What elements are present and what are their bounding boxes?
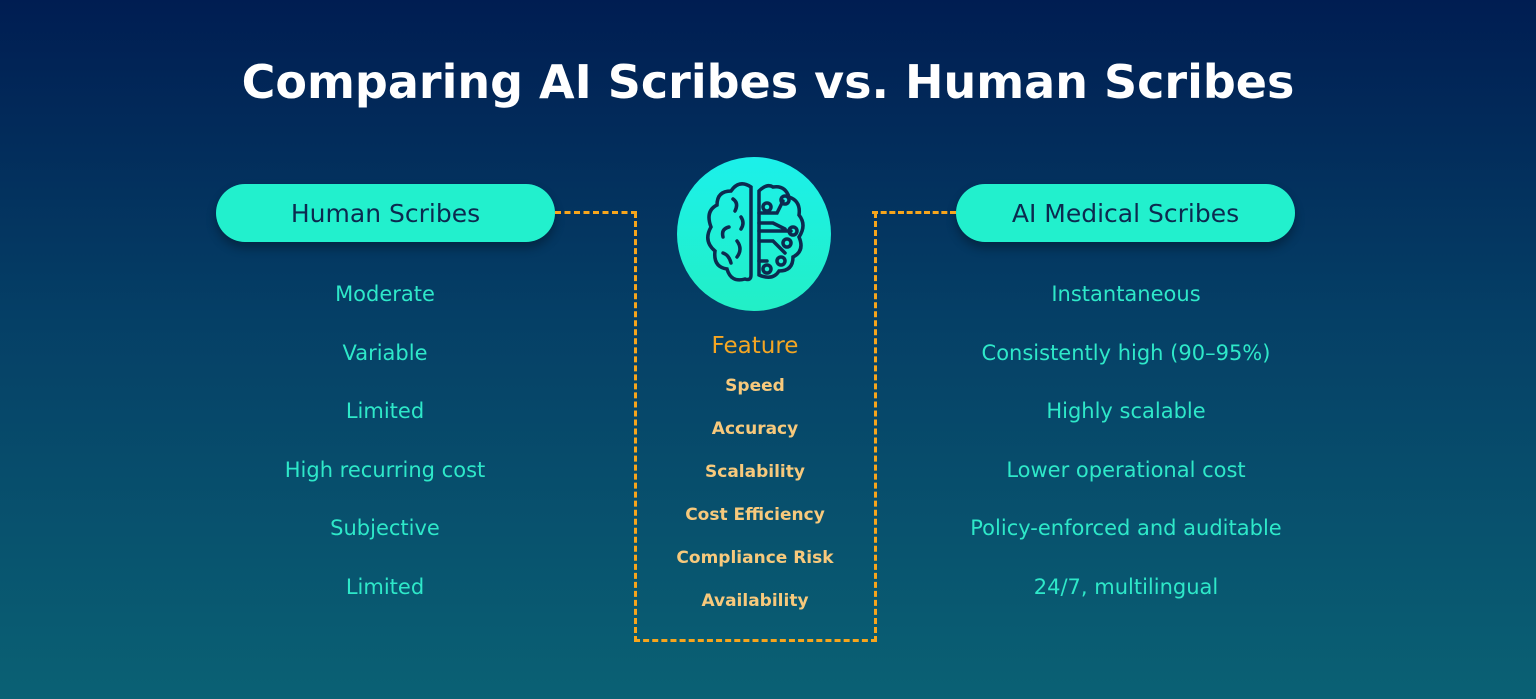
feature-item: Compliance Risk — [676, 548, 834, 568]
human-value: Variable — [342, 340, 428, 365]
feature-item: Availability — [701, 591, 809, 611]
feature-item: Accuracy — [711, 419, 799, 439]
connector-left — [555, 211, 637, 214]
human-value: Limited — [345, 574, 425, 599]
ai-value: Lower operational cost — [1006, 457, 1246, 482]
feature-list: Speed Accuracy Scalability Cost Efficien… — [636, 375, 874, 633]
page-title: Comparing AI Scribes vs. Human Scribes — [241, 55, 1295, 109]
feature-item: Scalability — [705, 462, 805, 482]
ai-scribes-header: AI Medical Scribes — [956, 184, 1295, 242]
feature-box — [634, 212, 877, 642]
feature-header: Feature — [711, 333, 799, 359]
ai-value: Policy-enforced and auditable — [970, 516, 1282, 540]
connector-right — [872, 211, 956, 214]
human-value: High recurring cost — [284, 457, 486, 482]
ai-value: Highly scalable — [1046, 399, 1206, 423]
ai-value: 24/7, multilingual — [1033, 574, 1219, 599]
feature-item: Cost Efficiency — [685, 505, 825, 525]
human-scribes-header: Human Scribes — [216, 184, 555, 242]
feature-item: Speed — [725, 376, 785, 396]
human-values: Moderate Variable Limited High recurring… — [175, 280, 595, 631]
ai-values: Instantaneous Consistently high (90–95%)… — [916, 280, 1336, 631]
ai-value: Consistently high (90–95%) — [981, 340, 1271, 365]
ai-value: Instantaneous — [1051, 282, 1201, 306]
human-value: Moderate — [335, 282, 435, 306]
human-value: Limited — [345, 399, 425, 423]
brain-circuit-icon — [677, 157, 831, 311]
human-value: Subjective — [330, 516, 440, 540]
